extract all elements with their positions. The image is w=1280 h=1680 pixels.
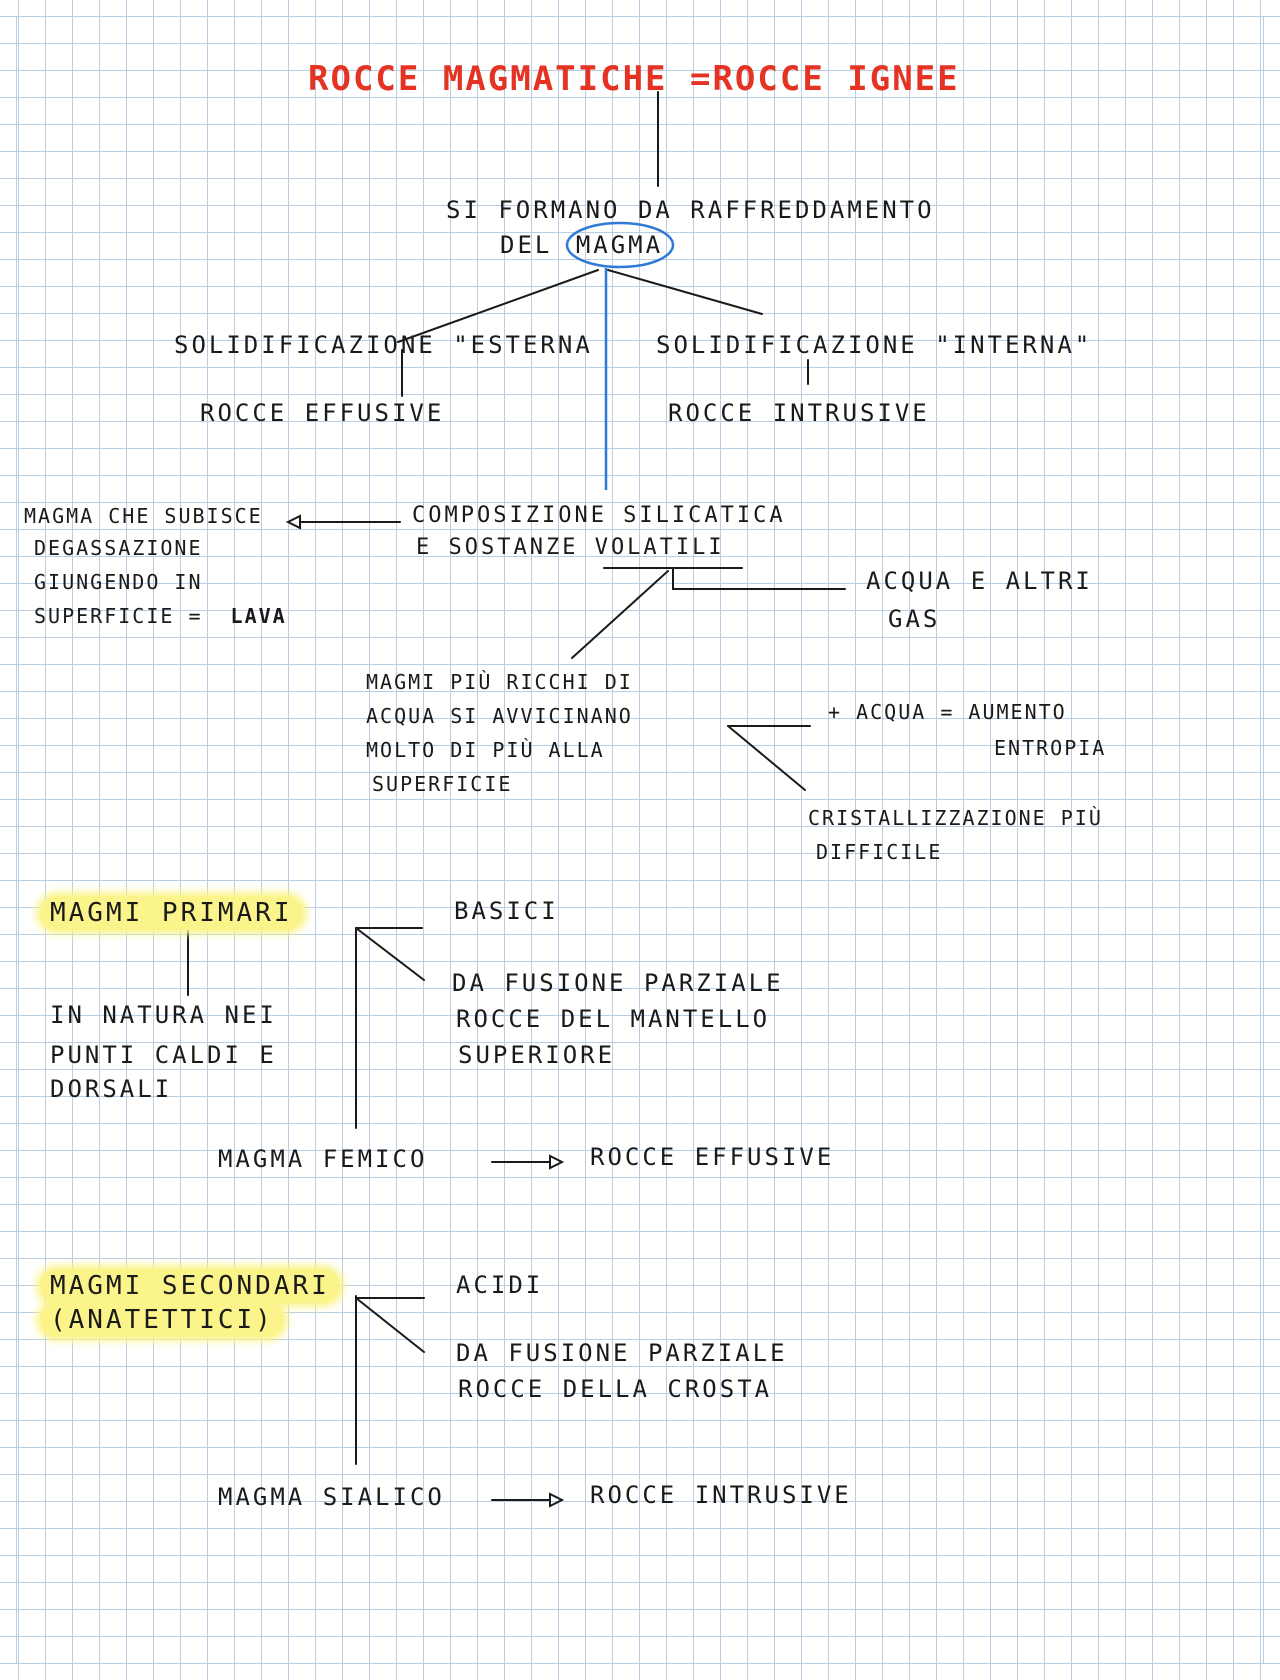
water-rich-4: SUPERFICIE	[372, 772, 513, 796]
volatile-branch	[672, 567, 846, 590]
water-rich-2: ACQUA SI AVVICINANO	[366, 704, 633, 728]
grid-paper	[16, 16, 1264, 1664]
volatile-to-water-rich	[571, 570, 669, 659]
primary-basic: BASICI	[454, 897, 559, 925]
femic-arrow-head	[549, 1154, 565, 1170]
crystal-2: DIFFICILE	[816, 840, 943, 864]
primary-heading: MAGMI PRIMARI	[40, 896, 303, 930]
primary-bracket-d	[355, 927, 425, 981]
crystal-1: CRISTALLIZZAZIONE PIÙ	[808, 806, 1103, 830]
lava-word: LAVA	[230, 604, 287, 628]
primary-nature-2: PUNTI CALDI E	[50, 1041, 277, 1069]
branch-ext	[397, 269, 599, 343]
origin-line-2: DEL MAGMA	[500, 230, 663, 260]
water-gas-1: ACQUA E ALTRI	[866, 567, 1093, 595]
primary-fusion-1: DA FUSIONE PARZIALE	[452, 969, 784, 997]
int-solidification-label: SOLIDIFICAZIONE "INTERNA"	[656, 331, 1093, 359]
secondary-fusion-1: DA FUSIONE PARZIALE	[456, 1339, 788, 1367]
int-result: ROCCE INTRUSIVE	[668, 399, 930, 427]
water-rich-3: MOLTO DI PIÙ ALLA	[366, 738, 605, 762]
lava-note-2: DEGASSAZIONE	[34, 536, 203, 560]
femic-magma: MAGMA FEMICO	[218, 1145, 428, 1173]
composition-line-1: COMPOSIZIONE SILICATICA	[412, 503, 786, 528]
page-title: ROCCE MAGMATICHE =ROCCE IGNEE	[308, 59, 960, 99]
entropy-1: + ACQUA = AUMENTO	[828, 700, 1067, 724]
primary-heading-text: MAGMI PRIMARI	[40, 896, 303, 930]
origin-prefix: DEL	[500, 231, 553, 259]
sialic-rocks: ROCCE INTRUSIVE	[590, 1481, 852, 1509]
secondary-fusion-2: ROCCE DELLA CROSTA	[458, 1375, 773, 1403]
sialic-magma: MAGMA SIALICO	[218, 1483, 445, 1511]
water-rich-to-crystal	[727, 725, 806, 791]
lava-arrow-head	[285, 514, 301, 530]
composition-line-2: E SOSTANZE VOLATILI	[416, 535, 725, 560]
secondary-heading: MAGMI SECONDARI (ANATETTICI)	[40, 1269, 340, 1338]
primary-fusion-2: ROCCE DEL MANTELLO	[456, 1005, 771, 1033]
water-gas-2: GAS	[888, 605, 941, 633]
secondary-acid: ACIDI	[456, 1271, 544, 1299]
secondary-bracket-d	[355, 1297, 425, 1353]
secondary-heading-1: MAGMI SECONDARI	[40, 1269, 340, 1303]
lava-note-3: GIUNGENDO IN	[34, 570, 203, 594]
origin-line-1: SI FORMANO DA RAFFREDDAMENTO	[446, 196, 935, 224]
primary-nature-1: IN NATURA NEI	[50, 1001, 277, 1029]
water-rich-1: MAGMI PIÙ RICCHI DI	[366, 670, 633, 694]
lava-note-1: MAGMA CHE SUBISCE	[24, 504, 263, 528]
magma-circle	[565, 221, 675, 269]
primary-nature-3: DORSALI	[50, 1075, 173, 1103]
magma-circled: MAGMA	[575, 231, 664, 259]
femic-rocks: ROCCE EFFUSIVE	[590, 1143, 835, 1171]
secondary-heading-2: (ANATETTICI)	[40, 1302, 284, 1337]
entropy-2: ENTROPIA	[994, 736, 1107, 760]
primary-fusion-3: SUPERIORE	[458, 1041, 616, 1069]
lava-note-4: SUPERFICIE = LAVA	[34, 604, 287, 629]
branch-int	[607, 269, 763, 315]
ext-result: ROCCE EFFUSIVE	[200, 399, 445, 427]
ext-solidification-label: SOLIDIFICAZIONE "ESTERNA	[174, 331, 593, 359]
lava-note-4-text: SUPERFICIE =	[34, 604, 203, 628]
sialic-arrow-head	[549, 1492, 565, 1508]
